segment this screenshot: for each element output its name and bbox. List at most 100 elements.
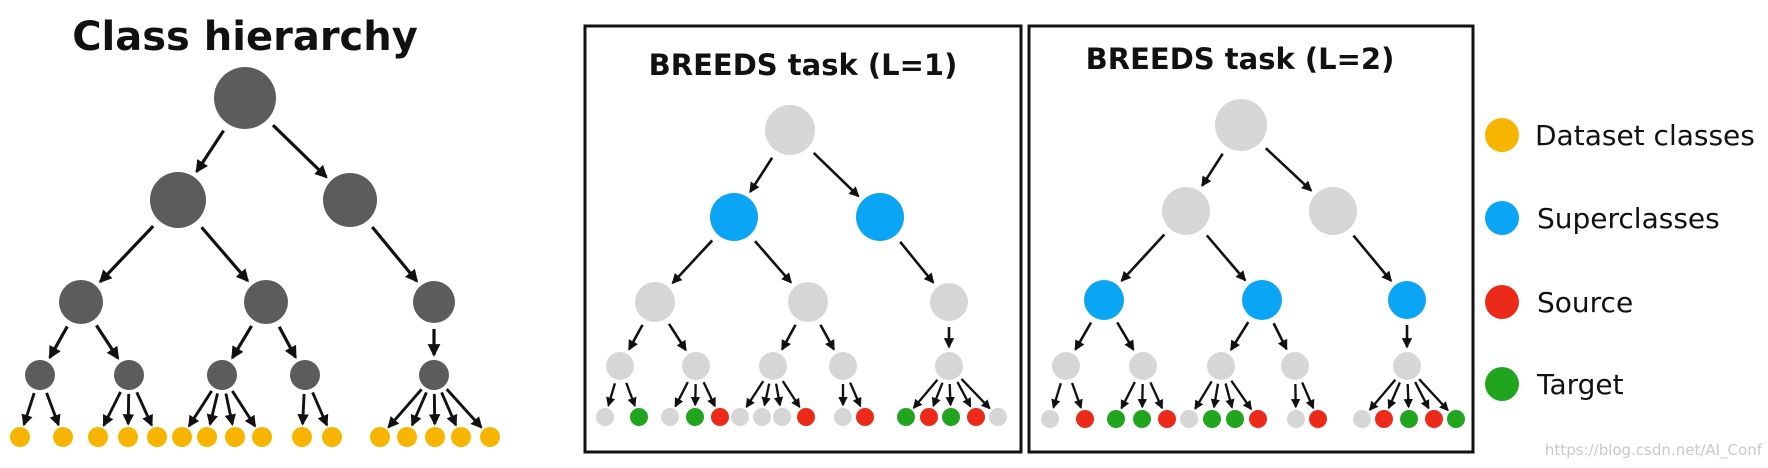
leaf-class-node <box>897 408 915 426</box>
tree-node <box>765 105 815 155</box>
edge-arrow <box>1120 381 1136 410</box>
tree-node <box>290 360 320 390</box>
leaf-class-node <box>1133 410 1151 428</box>
edge-arrow <box>945 383 955 407</box>
legend-label-superclasses: Superclasses <box>1537 202 1720 235</box>
leaf-class-node <box>147 427 167 447</box>
panel-border-l2 <box>1027 24 1475 454</box>
tree-node <box>710 193 758 241</box>
edge-arrow <box>754 240 792 284</box>
leaf-class-node <box>370 427 390 447</box>
class-hierarchy-title: Class hierarchy <box>72 14 418 60</box>
tree-node <box>59 280 103 324</box>
leaf-class-node <box>1287 410 1305 428</box>
edge-arrow <box>95 324 120 360</box>
edge-arrow <box>1051 382 1062 409</box>
leaf-class-node <box>322 427 342 447</box>
edge-arrow <box>671 239 714 285</box>
leaf-class-node <box>731 408 749 426</box>
tree-node <box>1242 280 1282 320</box>
edge-arrow <box>931 382 944 408</box>
tree-node <box>829 352 857 380</box>
edge-arrow <box>761 383 771 407</box>
edge-arrow <box>45 392 61 427</box>
leaf-class-node <box>1353 410 1371 428</box>
edge-arrow <box>1387 382 1401 410</box>
edge-arrow <box>102 391 122 427</box>
legend-item-dataset-classes: Dataset classes <box>1485 118 1755 152</box>
breeds-task-l2-panel: BREEDS task (L=2) <box>1027 24 1475 454</box>
leaf-class-node <box>292 427 312 447</box>
tree-node <box>1162 187 1210 235</box>
edge-arrow <box>1205 234 1247 282</box>
tree-node <box>930 283 968 321</box>
breeds-task-l2-title: BREEDS task (L=2) <box>1086 42 1395 76</box>
tree-node <box>635 282 675 322</box>
leaf-class-node <box>1180 410 1198 428</box>
edge-arrow <box>195 129 225 174</box>
edge-arrow <box>1074 321 1093 351</box>
edge-arrow <box>1116 321 1135 351</box>
edge-arrow <box>297 393 309 426</box>
edge-arrow <box>387 388 423 429</box>
leaf-class-node <box>1425 410 1443 428</box>
leaf-class-node <box>451 427 471 447</box>
leaf-class-node <box>118 427 138 447</box>
tree-node <box>1393 352 1421 380</box>
edge-arrow <box>812 152 860 198</box>
leaf-class-node <box>630 408 648 426</box>
leaf-class-node <box>596 408 614 426</box>
breeds-task-l1-panel: BREEDS task (L=1) <box>583 24 1023 454</box>
edge-arrow <box>674 381 689 408</box>
tree-node <box>25 360 55 390</box>
edge-arrow <box>200 226 249 283</box>
edge-arrow <box>781 380 801 409</box>
tree-node <box>1052 352 1080 380</box>
leaf-class-node <box>920 408 938 426</box>
edge-arrow <box>819 324 836 351</box>
edge-arrow <box>780 324 797 351</box>
leaf-class-node <box>252 427 272 447</box>
leaf-class-node <box>1107 410 1125 428</box>
edge-arrow <box>773 383 784 407</box>
leaf-class-node <box>989 408 1007 426</box>
legend-dot-target <box>1485 367 1519 401</box>
leaf-class-node <box>942 408 960 426</box>
edge-arrow <box>21 392 36 427</box>
leaf-class-node <box>1375 410 1393 428</box>
edge-arrow <box>311 391 329 427</box>
legend-item-source: Source <box>1485 285 1633 319</box>
edge-arrow <box>410 391 428 427</box>
tree-node <box>606 352 634 380</box>
leaf-class-node <box>225 427 245 447</box>
edge-arrow <box>135 391 153 427</box>
edge-arrow <box>1230 380 1253 411</box>
edge-arrow <box>1070 382 1083 410</box>
tree-node <box>1084 280 1124 320</box>
leaf-class-node <box>797 408 815 426</box>
leaf-class-node <box>1400 410 1418 428</box>
leaf-class-node <box>1041 410 1059 428</box>
breeds-task-l1-tree <box>596 105 1007 426</box>
edge-arrow <box>1272 322 1288 351</box>
tree-node <box>682 352 710 380</box>
tree-node <box>1207 352 1235 380</box>
leaf-class-node <box>967 408 985 426</box>
leaf-class-node <box>1226 410 1244 428</box>
leaf-class-node <box>856 408 874 426</box>
edge-arrow <box>98 224 155 284</box>
tree-node <box>935 352 963 380</box>
edge-arrow <box>1149 381 1164 410</box>
edge-arrow <box>627 324 644 351</box>
tree-node <box>419 360 449 390</box>
leaf-class-node <box>753 408 771 426</box>
edge-arrow <box>1210 383 1220 409</box>
leaf-class-node <box>1309 410 1327 428</box>
leaf-class-node <box>425 427 445 447</box>
leaf-class-node <box>1249 410 1267 428</box>
edge-arrow <box>606 382 617 407</box>
leaf-class-node <box>480 427 500 447</box>
leaf-class-node <box>834 408 852 426</box>
edge-arrow <box>440 391 458 427</box>
